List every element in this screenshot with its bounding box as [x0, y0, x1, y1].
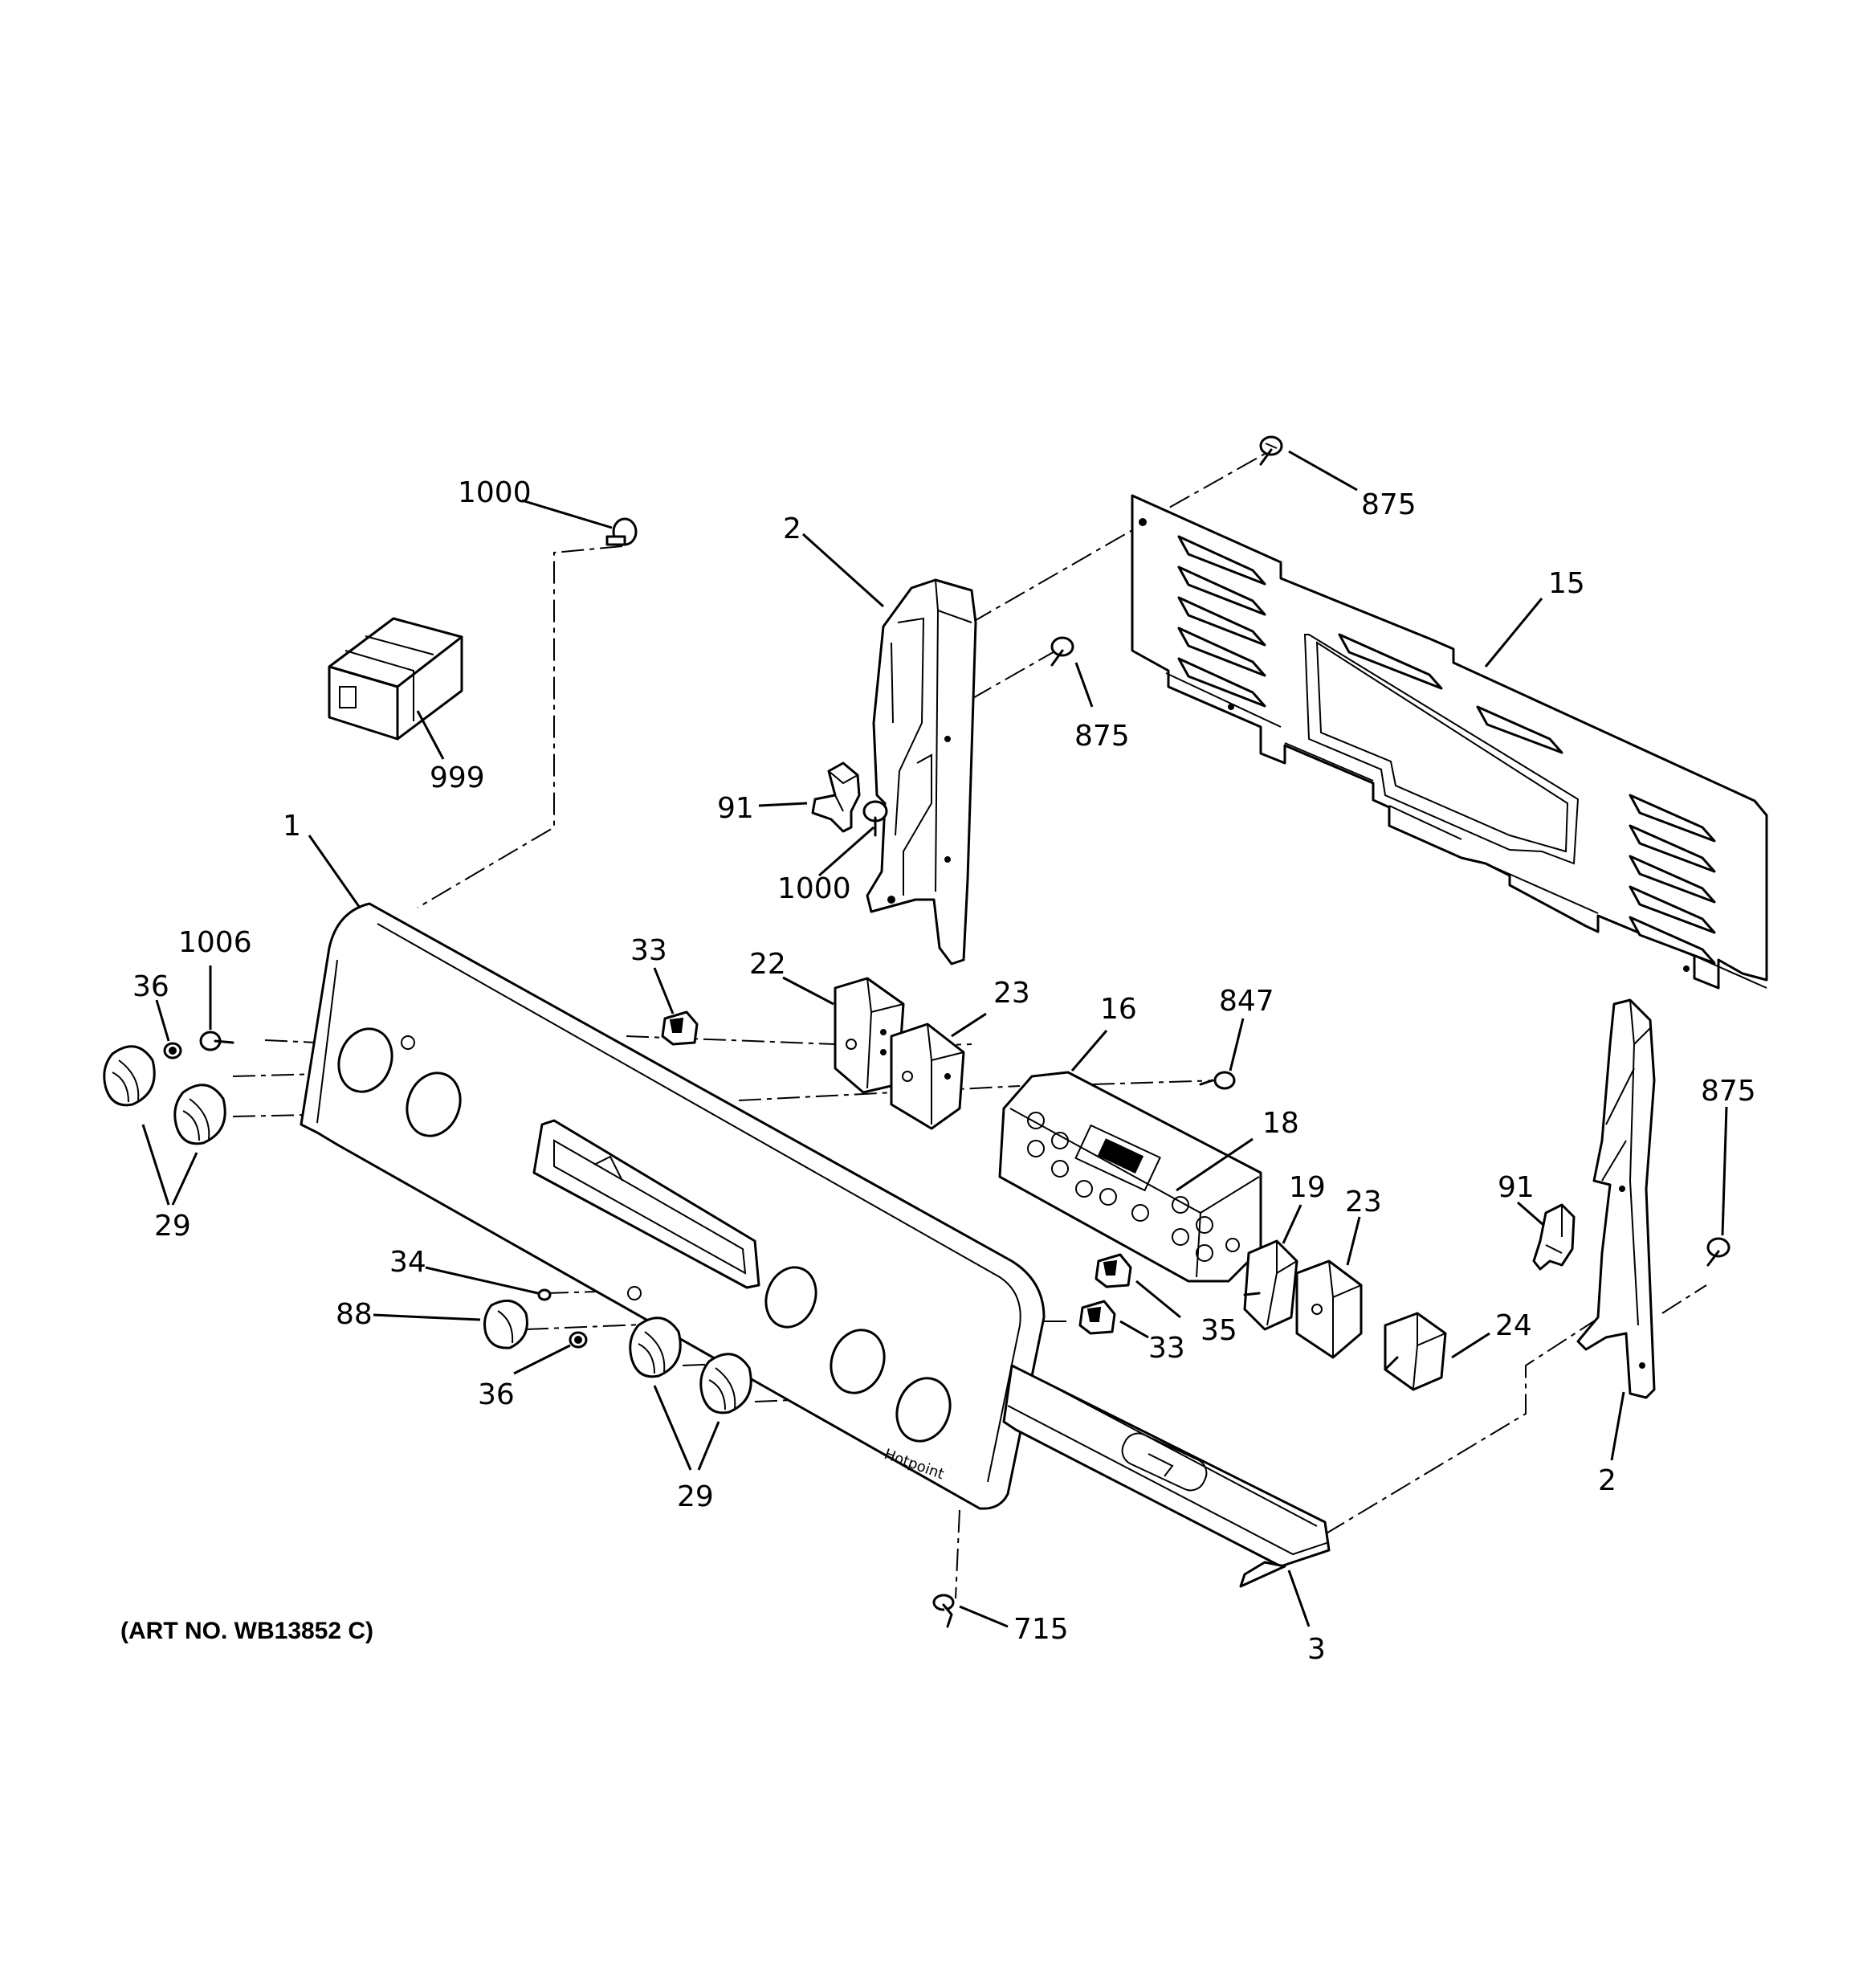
screw-1000-middle: [862, 800, 888, 837]
knob-88: [483, 1299, 528, 1349]
callout-33: 33: [630, 934, 667, 967]
callout-88: 88: [336, 1298, 373, 1331]
trim-strip-3: [1002, 1364, 1331, 1588]
screw-34: [537, 1288, 552, 1301]
callout-1: 1: [283, 810, 301, 843]
callout-1006: 1006: [178, 926, 252, 959]
callout-24: 24: [1495, 1309, 1532, 1342]
bracket-91-right: [1532, 1203, 1576, 1271]
switch-33-upper: [661, 1010, 699, 1046]
callout-29: 29: [154, 1210, 191, 1243]
switch-23-upper: [890, 1023, 965, 1130]
callout-labels: 1000 999 1 1006 36 29 2 91 1000 875 875 …: [132, 476, 1756, 1666]
end-cap-2-left: [866, 578, 977, 965]
packaging-box-999: [328, 617, 463, 741]
switch-23-lower: [1295, 1259, 1363, 1359]
knob-29-upper-right: [173, 1084, 226, 1145]
switch-24: [1384, 1312, 1447, 1391]
backsplash-panel-1: Hotpoint: [300, 902, 1046, 1510]
callout-715: 715: [1013, 1613, 1069, 1646]
screw-1006: [199, 1031, 234, 1051]
callout-875: 875: [1361, 488, 1417, 521]
callout-16: 16: [1100, 993, 1137, 1026]
callout-3: 3: [1307, 1633, 1326, 1666]
callout-33: 33: [1148, 1332, 1185, 1365]
callout-36: 36: [478, 1378, 515, 1411]
screw-1000-top: [605, 517, 638, 546]
callout-91: 91: [1498, 1171, 1535, 1204]
spring-clip-36-lower: [569, 1331, 588, 1349]
callout-15: 15: [1548, 567, 1585, 600]
spring-clip-36-upper: [163, 1042, 182, 1059]
screw-875-right: [1706, 1237, 1731, 1267]
knob-29-lower-left: [629, 1316, 682, 1378]
end-cap-2-right: [1576, 998, 1656, 1399]
callout-34: 34: [389, 1246, 426, 1279]
back-panel-15: [1131, 494, 1768, 990]
art-number: (ART NO. WB13852 C): [120, 1618, 373, 1644]
callout-2: 2: [1598, 1464, 1616, 1497]
callout-2: 2: [783, 512, 801, 545]
screw-875-middle: [1050, 636, 1074, 667]
callout-91: 91: [717, 792, 754, 825]
switch-19: [1243, 1239, 1298, 1331]
callout-875: 875: [1701, 1075, 1756, 1108]
callout-999: 999: [430, 761, 485, 794]
screw-715: [932, 1594, 955, 1628]
callout-1000: 1000: [777, 872, 851, 905]
bracket-91-left: [811, 761, 861, 833]
callout-23: 23: [993, 977, 1030, 1010]
control-board-16: [998, 1071, 1262, 1283]
callout-29: 29: [677, 1480, 714, 1513]
callout-19: 19: [1289, 1171, 1326, 1204]
knob-29-lower-right: [699, 1353, 752, 1414]
callout-36: 36: [132, 970, 169, 1003]
callout-1000: 1000: [458, 476, 532, 509]
switch-33-lower: [1078, 1300, 1116, 1335]
switch-35: [1095, 1253, 1132, 1288]
screw-875-top: [1259, 435, 1283, 466]
callout-35: 35: [1201, 1314, 1237, 1347]
screw-847: [1199, 1071, 1236, 1090]
callout-22: 22: [749, 948, 786, 981]
leader-lines: [141, 450, 1728, 1628]
callout-847: 847: [1219, 985, 1274, 1018]
callout-875: 875: [1074, 720, 1130, 753]
callout-18: 18: [1262, 1107, 1299, 1140]
knob-29-upper-left: [103, 1045, 156, 1107]
callout-23: 23: [1345, 1186, 1382, 1219]
